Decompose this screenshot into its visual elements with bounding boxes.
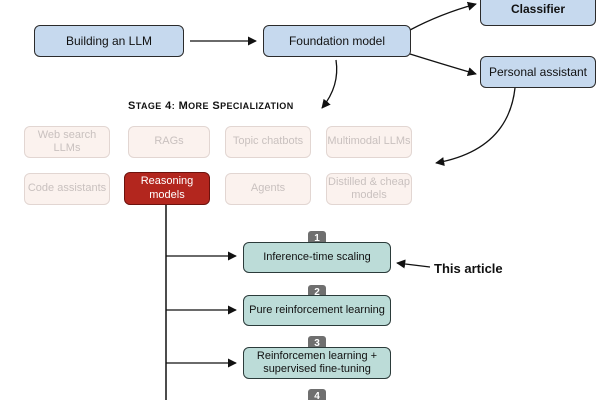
specialization-topic-chatbots: Topic chatbots [225, 126, 311, 158]
arrow-foundation-to-classifier [409, 1, 477, 31]
arrow-foundation-to-stage4 [321, 59, 338, 109]
specialization-agents: Agents [225, 173, 311, 205]
specialization-rags: RAGs [128, 126, 210, 158]
approach-pure-rl: Pure reinforcement learning [243, 295, 391, 326]
stage-title: STAGE 4: MORE SPECIALIZATION [128, 100, 294, 112]
annotation-arrow [396, 259, 431, 269]
personal-assistant-node: Personal assistant [480, 56, 596, 88]
approach-badge-4: 4 [308, 389, 326, 400]
specialization-distilled: Distilled & cheap models [326, 173, 412, 205]
specialization-multimodal: Multimodal LLMs [326, 126, 412, 158]
foundation-model-node: Foundation model [263, 25, 411, 57]
approach-rl-plus-sft: Reinforcemen learning + supervised fine-… [243, 347, 391, 379]
specialization-code-assistants: Code assistants [24, 173, 110, 205]
building-llm-node: Building an LLM [34, 25, 184, 57]
specialization-reasoning-models: Reasoning models [124, 172, 210, 205]
arrow-foundation-to-assistant [409, 53, 477, 77]
specialization-web-search: Web search LLMs [24, 126, 110, 158]
classifier-node: Classifier [480, 0, 596, 26]
arrow-assistant-to-stage4 [435, 87, 516, 167]
approach-inference-time-scaling: Inference-time scaling [243, 242, 391, 273]
this-article-annotation: This article [434, 261, 503, 276]
